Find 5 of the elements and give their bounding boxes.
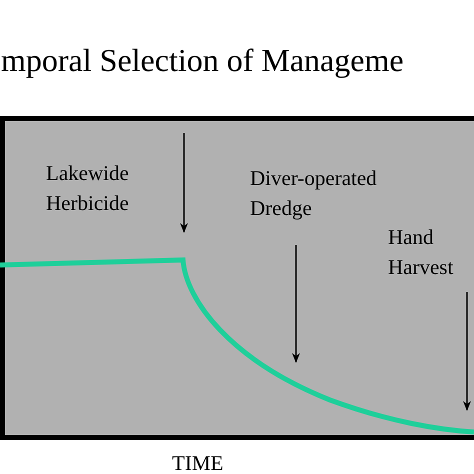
- chart-title: mporal Selection of Manageme: [1, 41, 404, 80]
- treatment-label: Diver-operated Dredge: [250, 165, 378, 222]
- treatment-label: Lakewide Herbicide: [46, 160, 130, 217]
- treatment-label: Hand Harvest: [388, 224, 454, 281]
- axis-label: TIME: [172, 450, 224, 474]
